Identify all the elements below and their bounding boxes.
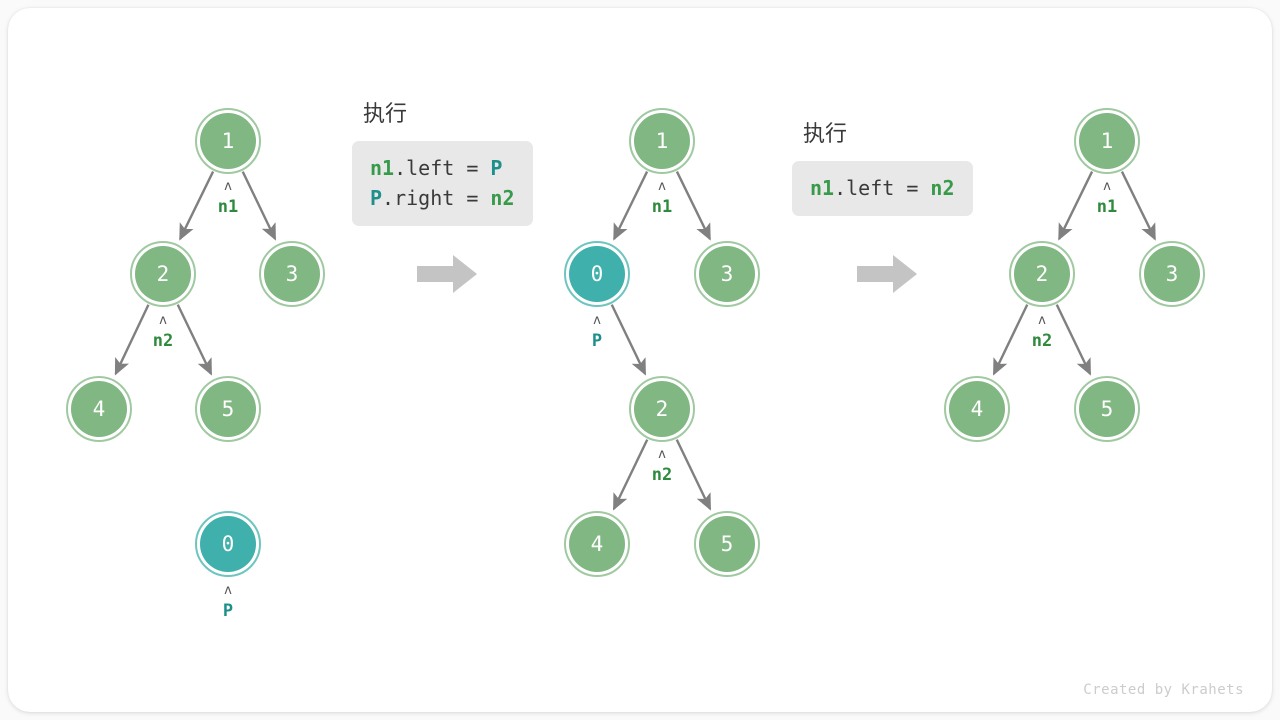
node-value: 2	[1035, 261, 1049, 286]
node-value: 4	[590, 531, 604, 556]
caret-icon: ʌ	[658, 179, 666, 194]
tree-node-1[interactable]: 1	[1074, 108, 1140, 174]
node-value: 3	[720, 261, 734, 286]
caret-icon: ʌ	[658, 447, 666, 462]
pointer-name: n1	[1096, 197, 1118, 217]
node-outer-ring	[564, 241, 630, 307]
tree-node-1[interactable]: 1	[629, 108, 695, 174]
node-outer-ring	[694, 241, 760, 307]
node-value: 0	[590, 261, 604, 286]
node-outer-ring	[1139, 241, 1205, 307]
node-value: 0	[221, 531, 235, 556]
node-value: 5	[720, 531, 734, 556]
code-token: n2	[930, 176, 955, 200]
code-line: n1.left = P	[370, 153, 515, 183]
node-outer-ring	[629, 376, 695, 442]
node-outer-ring	[1074, 376, 1140, 442]
node-value: 1	[1100, 128, 1114, 153]
pointer-name: n1	[651, 197, 673, 217]
node-outer-ring	[564, 511, 630, 577]
code-token: P	[490, 156, 503, 180]
tree-node-0[interactable]: 0	[564, 241, 630, 307]
tree-node-2[interactable]: 2	[130, 241, 196, 307]
tree-node-3[interactable]: 3	[694, 241, 760, 307]
pointer-name: n2	[152, 331, 174, 351]
tree-node-4[interactable]: 4	[66, 376, 132, 442]
code-block-2: n1.left = n2	[792, 161, 973, 216]
code-token: n1	[810, 176, 835, 200]
node-outer-ring	[66, 376, 132, 442]
code-token: n2	[490, 186, 515, 210]
step-arrow-2	[855, 252, 919, 296]
tree-node-1[interactable]: 1	[195, 108, 261, 174]
tree-node-4[interactable]: 4	[564, 511, 630, 577]
pointer-label-n2: ʌ n2	[123, 313, 203, 351]
code-line: P.right = n2	[370, 183, 515, 213]
node-outer-ring	[1074, 108, 1140, 174]
caret-icon: ʌ	[159, 313, 167, 328]
pointer-name: n2	[651, 465, 673, 485]
node-outer-ring	[694, 511, 760, 577]
caret-icon: ʌ	[593, 313, 601, 328]
tree-node-5[interactable]: 5	[195, 376, 261, 442]
node-value: 2	[655, 396, 669, 421]
pointer-name: P	[222, 601, 234, 621]
tree-node-3[interactable]: 3	[259, 241, 325, 307]
tree-node-3[interactable]: 3	[1139, 241, 1205, 307]
node-outer-ring	[195, 376, 261, 442]
pointer-label-n1: ʌ n1	[1067, 179, 1147, 217]
pointer-name: n2	[1031, 331, 1053, 351]
pointer-label-n1: ʌ n1	[622, 179, 702, 217]
step-label-2: 执行	[803, 122, 848, 147]
tree-node-2[interactable]: 2	[629, 376, 695, 442]
caret-icon: ʌ	[1038, 313, 1046, 328]
code-token: P	[370, 186, 383, 210]
node-value: 1	[221, 128, 235, 153]
pointer-label-n1: ʌ n1	[188, 179, 268, 217]
step-arrow-1	[415, 252, 479, 296]
caret-icon: ʌ	[224, 179, 232, 194]
tree-node-0[interactable]: 0	[195, 511, 261, 577]
node-outer-ring	[195, 511, 261, 577]
code-token: .right =	[382, 186, 491, 210]
code-token: .left =	[394, 156, 491, 180]
node-value: 1	[655, 128, 669, 153]
node-value: 5	[221, 396, 235, 421]
code-line: n1.left = n2	[810, 173, 955, 203]
pointer-name: n1	[217, 197, 239, 217]
tree-node-5[interactable]: 5	[1074, 376, 1140, 442]
tree-node-2[interactable]: 2	[1009, 241, 1075, 307]
node-outer-ring	[259, 241, 325, 307]
node-value: 4	[970, 396, 984, 421]
tree-node-5[interactable]: 5	[694, 511, 760, 577]
node-value: 2	[156, 261, 170, 286]
pointer-name: P	[591, 331, 603, 351]
node-outer-ring	[629, 108, 695, 174]
caret-icon: ʌ	[224, 583, 232, 598]
code-token: n1	[370, 156, 395, 180]
node-outer-ring	[195, 108, 261, 174]
pointer-label-n2: ʌ n2	[622, 447, 702, 485]
node-outer-ring	[130, 241, 196, 307]
node-value: 3	[285, 261, 299, 286]
node-value: 3	[1165, 261, 1179, 286]
step-label-1: 执行	[363, 102, 408, 127]
code-token: .left =	[834, 176, 931, 200]
node-outer-ring	[944, 376, 1010, 442]
node-value: 5	[1100, 396, 1114, 421]
credit-footer: Created by Krahets	[1083, 682, 1244, 698]
node-outer-ring	[1009, 241, 1075, 307]
pointer-label-n2: ʌ n2	[1002, 313, 1082, 351]
caret-icon: ʌ	[1103, 179, 1111, 194]
node-value: 4	[92, 396, 106, 421]
tree-node-4[interactable]: 4	[944, 376, 1010, 442]
